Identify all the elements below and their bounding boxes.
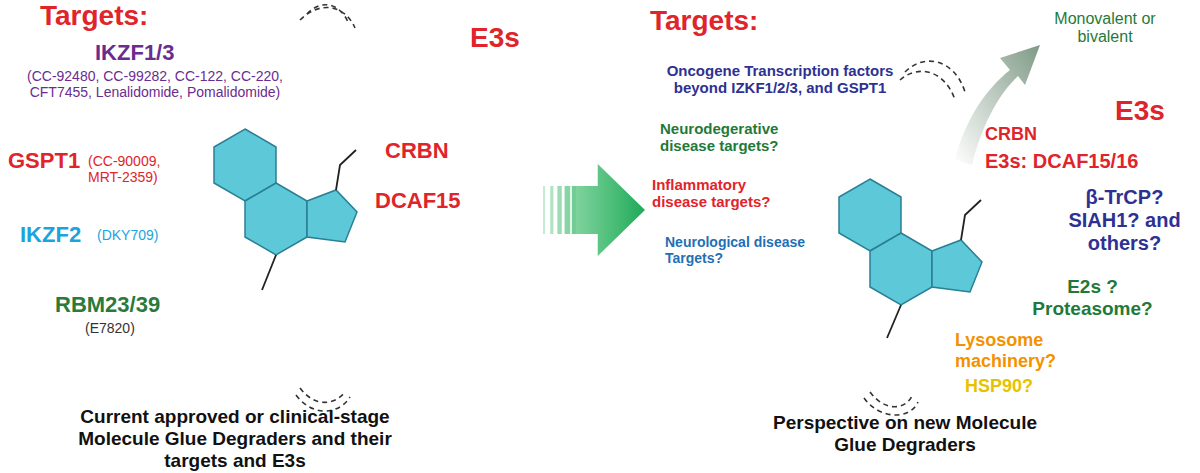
e3-name: E3s: DCAF15/16	[985, 150, 1165, 173]
e3-name: DCAF15	[375, 188, 505, 213]
e3-idea: E2s ? Proteasome?	[1020, 276, 1165, 320]
e3-name: CRBN	[985, 124, 1065, 145]
target-name: GSPT1	[8, 148, 88, 173]
molecule-right	[839, 179, 982, 305]
compound-list: (CC-92480, CC-99282, CC-122, CC-220, CFT…	[25, 68, 285, 100]
target-heading: Targets:	[40, 0, 190, 32]
caption: Current approved or clinical-stage Molec…	[65, 406, 405, 472]
target-idea: Inflammatory disease targets?	[652, 176, 802, 211]
molecule-bond	[262, 150, 356, 290]
e3-name: CRBN	[385, 138, 495, 163]
e3-idea: HSP90?	[965, 376, 1065, 397]
caption: Perspective on new Molecule Glue Degrade…	[760, 412, 1050, 456]
e3-heading: E3s	[1115, 95, 1185, 127]
target-idea: Neurodegerative disease targets?	[660, 120, 810, 155]
target-idea: Oncogene Transcription factors beyond IZ…	[665, 62, 895, 97]
target-idea: Neurological disease Targets?	[665, 234, 815, 266]
target-region: Targets: Oncogene Transcription factors b…	[645, 0, 945, 395]
transition-arrow	[543, 164, 645, 256]
contact-arc	[296, 5, 965, 415]
target-name: IKZF2	[20, 222, 95, 247]
target-region: Targets: IKZF1/3 (CC-92480, CC-99282, CC-1…	[5, 0, 365, 400]
e3-region: E3sCRBN DCAF15	[290, 5, 540, 395]
blob-outline	[643, 49, 939, 392]
compound-list: (CC-90009, MRT-2359)	[88, 153, 180, 185]
valency-arrow	[955, 45, 1040, 165]
e3-idea: β-TrCP? SIAH1? and others?	[1062, 186, 1187, 255]
molecule-left	[214, 129, 357, 255]
e3-region: E3sCRBN E3s: DCAF15/16 β-TrCP? SIAH1? and …	[905, 85, 1195, 400]
compound-list: (E7820)	[85, 320, 165, 336]
blob-outline	[5, 20, 318, 395]
target-name: IKZF1/3	[95, 40, 245, 65]
e3-idea: Lysosome machinery?	[955, 330, 1075, 371]
blob-outline	[310, 24, 539, 392]
blob-outline	[926, 93, 1192, 400]
compound-list: (DKY709)	[97, 227, 177, 243]
annotation: Monovalent or bivalent	[1045, 10, 1165, 47]
e3-heading: E3s	[470, 22, 540, 54]
blob-shape	[5, 0, 365, 400]
target-heading: Targets:	[650, 5, 800, 37]
molecule-bond	[887, 200, 981, 338]
target-name: RBM23/39	[55, 292, 185, 317]
